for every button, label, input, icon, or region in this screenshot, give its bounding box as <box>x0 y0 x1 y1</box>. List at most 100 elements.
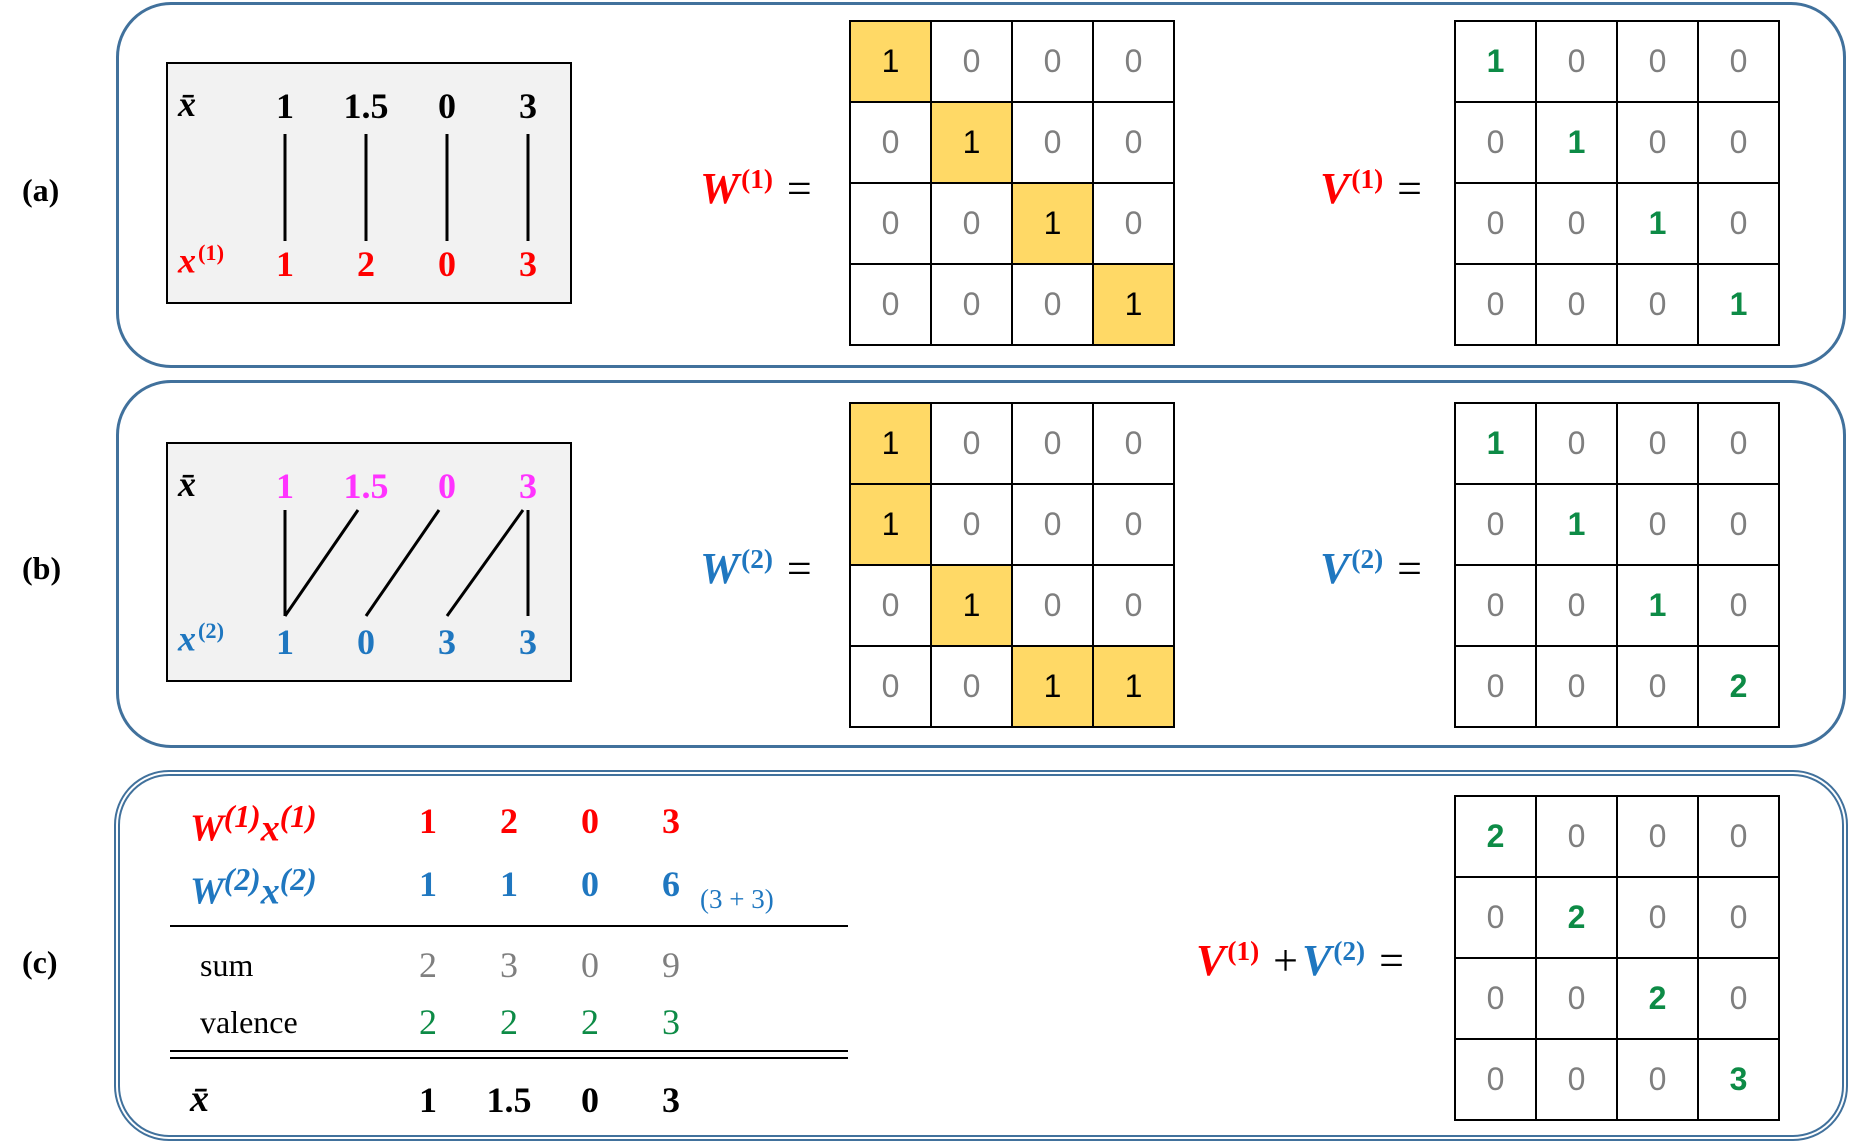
matrix-cell: 0 <box>1699 184 1780 265</box>
matrix-cell: 1 <box>1537 103 1618 184</box>
valence-value: 3 <box>662 1002 680 1042</box>
panel-b <box>116 380 1846 748</box>
w1x1-value: 2 <box>500 801 518 841</box>
matrix-cell: 0 <box>1618 103 1699 184</box>
matrix-cell: 0 <box>1537 566 1618 647</box>
matrix-cell: 0 <box>1699 959 1780 1040</box>
matrix-cell: 0 <box>1537 265 1618 346</box>
w2x2-value: 1 <box>500 864 518 904</box>
matrix-cell: 0 <box>1618 22 1699 103</box>
matrix-cell: 1 <box>1013 184 1094 265</box>
x-bar-value: 3 <box>519 86 537 126</box>
matrix-cell: 0 <box>1618 1040 1699 1121</box>
matrix-cell: 0 <box>932 265 1013 346</box>
x-bar-value: 1 <box>276 466 294 506</box>
matrix-cell: 0 <box>1456 959 1537 1040</box>
panel-c <box>114 770 1848 1141</box>
map-line <box>364 509 441 617</box>
w2x2-label: W(2)x(2) <box>190 862 317 913</box>
panel-a <box>116 2 1846 368</box>
x-bar-label: x̄ <box>178 84 196 124</box>
matrix-cell: 1 <box>1094 265 1175 346</box>
matrix-cell: 0 <box>1013 22 1094 103</box>
matrix-cell: 0 <box>1537 959 1618 1040</box>
matrix-cell: 0 <box>851 103 932 184</box>
sum-value: 0 <box>581 945 599 985</box>
matrix-cell: 0 <box>1537 797 1618 878</box>
valence-value: 2 <box>581 1002 599 1042</box>
x2-value: 3 <box>438 622 456 662</box>
matrix-cell: 0 <box>1699 485 1780 566</box>
matrix-cell: 0 <box>1013 566 1094 647</box>
matrix-cell: 0 <box>1699 797 1780 878</box>
matrix-cell: 0 <box>932 404 1013 485</box>
x2-value: 1 <box>276 622 294 662</box>
matrix-cell: 3 <box>1699 1040 1780 1121</box>
matrix-cell: 0 <box>1699 566 1780 647</box>
result-value: 3 <box>662 1080 680 1120</box>
matrix-cell: 0 <box>1456 265 1537 346</box>
matrix-cell: 0 <box>1699 878 1780 959</box>
x1-value: 1 <box>276 244 294 284</box>
x1-value: 2 <box>357 244 375 284</box>
matrix-cell: 1 <box>932 103 1013 184</box>
matrix-cell: 0 <box>1537 22 1618 103</box>
valence-value: 2 <box>419 1002 437 1042</box>
w1-equation-label: W(1)= <box>700 164 812 213</box>
v1-equation-label: V(1)= <box>1320 164 1422 213</box>
sum-value: 2 <box>419 945 437 985</box>
matrix-cell: 0 <box>1094 184 1175 265</box>
matrix-cell: 0 <box>1618 878 1699 959</box>
panel-b-mapping-box: x̄ 1 1.5 0 3 x(2) 1 0 3 3 <box>166 442 572 682</box>
matrix-cell: 0 <box>1094 103 1175 184</box>
matrix-cell: 0 <box>1456 1040 1537 1121</box>
w2x2-note: (3 + 3) <box>700 884 774 914</box>
valence-label: valence <box>200 1004 298 1040</box>
matrix-cell: 0 <box>932 22 1013 103</box>
w2-equation-label: W(2)= <box>700 544 812 593</box>
matrix-cell: 2 <box>1618 959 1699 1040</box>
matrix-cell: 1 <box>1699 265 1780 346</box>
matrix-cell: 2 <box>1456 797 1537 878</box>
map-line <box>283 509 360 617</box>
matrix-cell: 0 <box>1618 404 1699 485</box>
matrix-cell: 0 <box>1456 485 1537 566</box>
x2-label: x(2) <box>178 618 225 659</box>
v2-equation-label: V(2)= <box>1320 544 1422 593</box>
result-x-bar-label: x̄ <box>190 1078 209 1120</box>
matrix-cell: 0 <box>1618 265 1699 346</box>
x-bar-value: 0 <box>438 466 456 506</box>
matrix-cell: 2 <box>1699 647 1780 728</box>
result-value: 1 <box>419 1080 437 1120</box>
matrix-cell: 0 <box>932 485 1013 566</box>
w1x1-value: 3 <box>662 801 680 841</box>
map-line <box>445 509 525 617</box>
matrix-cell: 0 <box>851 184 932 265</box>
matrix-cell: 0 <box>1094 566 1175 647</box>
panel-a-label: (a) <box>22 172 60 208</box>
matrix-cell: 0 <box>1537 647 1618 728</box>
matrix-cell: 0 <box>851 566 932 647</box>
x1-label: x(1) <box>178 240 225 281</box>
matrix-cell: 0 <box>1537 184 1618 265</box>
x2-value: 3 <box>519 622 537 662</box>
result-divider <box>170 1050 848 1052</box>
x1-value: 0 <box>438 244 456 284</box>
matrix-cell: 0 <box>1013 265 1094 346</box>
matrix-cell: 0 <box>1094 485 1175 566</box>
matrix-cell: 0 <box>1537 404 1618 485</box>
matrix-cell: 0 <box>1456 184 1537 265</box>
matrix-cell: 0 <box>1537 1040 1618 1121</box>
sum-divider <box>170 925 848 927</box>
matrix-cell: 1 <box>1456 404 1537 485</box>
sum-value: 9 <box>662 945 680 985</box>
matrix-cell: 1 <box>1013 647 1094 728</box>
panel-b-mapping-lines <box>283 509 530 617</box>
w2x2-value: 6 <box>662 864 680 904</box>
matrix-cell: 0 <box>1618 797 1699 878</box>
matrix-cell: 0 <box>1013 485 1094 566</box>
